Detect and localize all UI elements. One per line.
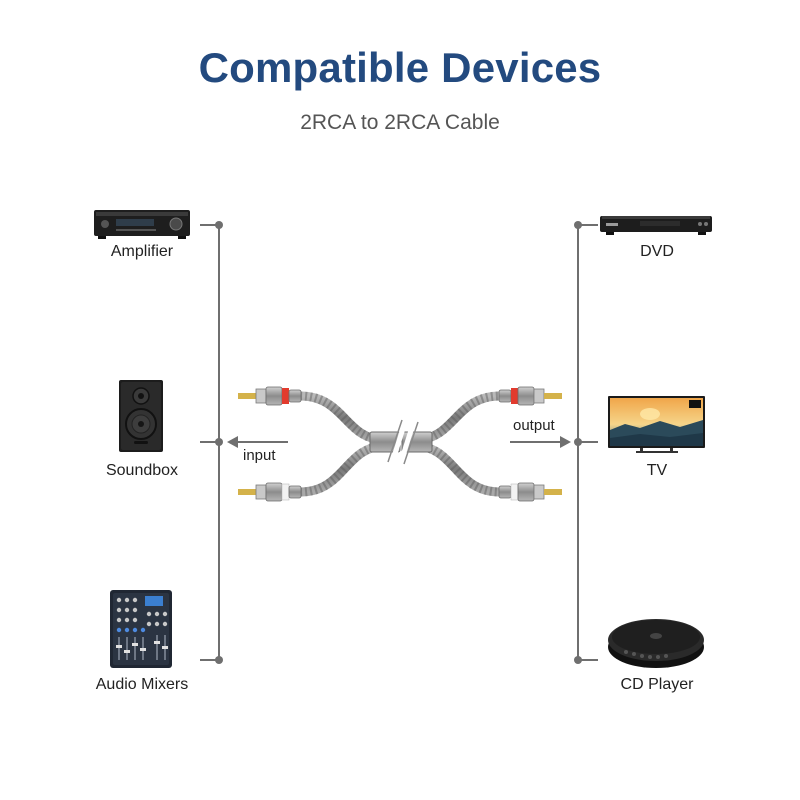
rca-plug-right-white [498,482,562,502]
rca-cable [238,386,562,502]
speaker-icon [119,380,163,452]
cd-player-icon [608,619,704,668]
output-label: output [513,417,555,434]
rca-plug-left-red [238,386,302,406]
right-bus-line [574,221,598,664]
amplifier-icon [94,210,190,239]
output-arrow [510,436,571,448]
rca-plug-right-red [498,386,562,406]
rca-plug-left-white [238,482,302,502]
audio-mixer-icon [110,590,172,668]
dvd-player-icon [600,216,712,235]
page-title: Compatible Devices [198,44,602,91]
left-bus-line [200,221,223,664]
device-label-tv: TV [646,462,668,479]
device-label-audio-mixers: Audio Mixers [95,676,189,693]
device-label-dvd: DVD [640,243,674,260]
device-label-cd-player: CD Player [620,676,694,693]
page-subtitle: 2RCA to 2RCA Cable [300,111,500,134]
input-arrow [227,436,288,448]
device-label-soundbox: Soundbox [105,462,179,479]
tv-icon [608,396,705,453]
device-label-amplifier: Amplifier [110,243,174,260]
cable-splitter [369,419,433,465]
input-label: input [243,447,276,464]
